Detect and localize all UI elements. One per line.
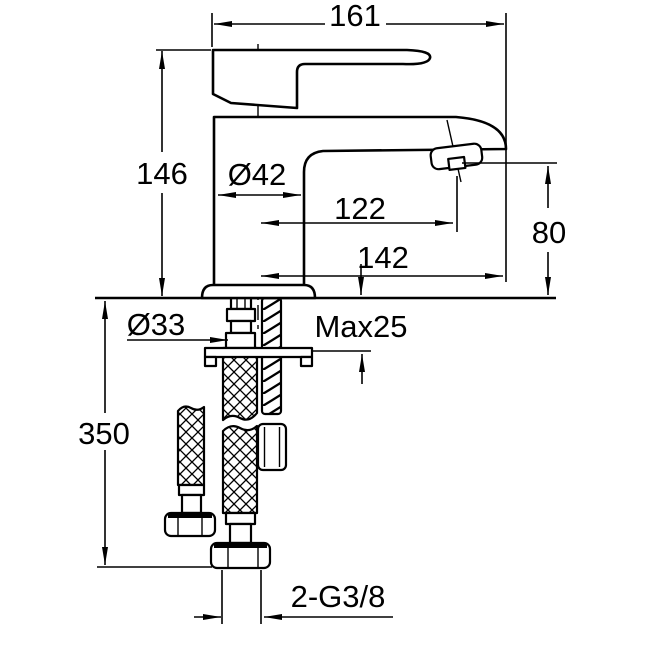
dimension-hose-length: 350	[78, 301, 212, 568]
dimension-body-diameter: Ø42	[218, 157, 301, 198]
dim-label-80: 80	[532, 215, 566, 250]
mounting-bracket	[203, 346, 314, 368]
dimension-spout-reach: 142	[261, 240, 503, 279]
dim-label-2-g38: 2-G3/8	[291, 579, 386, 614]
dim-label-142: 142	[357, 240, 409, 275]
faucet-body-and-spout	[212, 115, 508, 288]
dim-label-161: 161	[329, 0, 381, 33]
dimension-overall-length: 161	[211, 0, 507, 282]
aerator	[429, 142, 484, 171]
supply-hose-center	[209, 346, 272, 570]
dim-label-146: 146	[136, 156, 188, 191]
dimension-outlet-height: 80	[462, 162, 566, 295]
dimension-max-deck-thickness: Max25	[313, 264, 408, 384]
mounting-nut	[256, 422, 288, 472]
faucet-lever-handle	[211, 48, 432, 110]
dim-label-d42: Ø42	[228, 157, 287, 192]
dimension-aerator-reach: 122	[261, 176, 458, 232]
inlet-shank-thread	[224, 296, 257, 350]
dimension-hole-diameter: Ø33	[127, 307, 228, 343]
dim-label-350: 350	[78, 416, 130, 451]
dim-label-122: 122	[334, 191, 386, 226]
faucet-base-flange	[200, 283, 317, 300]
dim-label-max25: Max25	[314, 309, 407, 344]
dimension-body-height: 146	[136, 49, 211, 296]
supply-hose-left	[163, 405, 217, 538]
dim-label-d33: Ø33	[127, 307, 186, 342]
dimension-thread-connection: 2-G3/8	[194, 570, 393, 624]
